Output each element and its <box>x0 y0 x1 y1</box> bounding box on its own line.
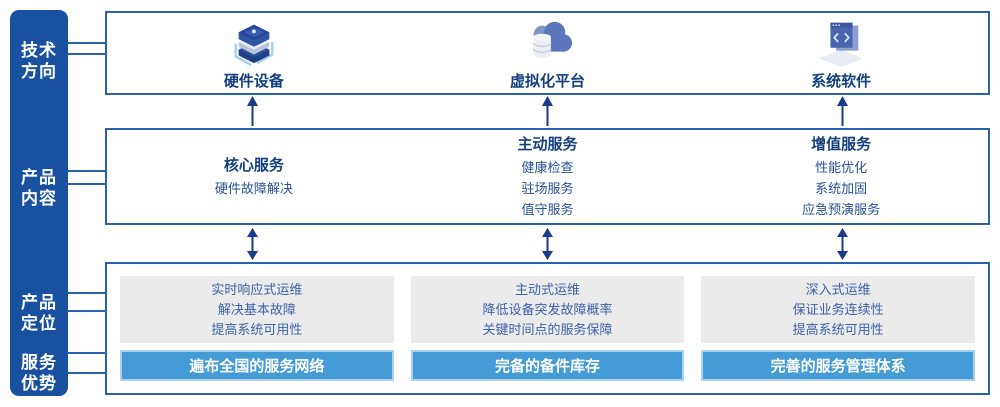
product-content-box: 核心服务 硬件故障解决 主动服务 健康检查 驻场服务 值守服务 增值服务 性能优… <box>105 128 990 225</box>
tech-label-virtualization: 虚拟化平台 <box>510 73 586 90</box>
sidebar-label-service-advantage: 服务 优势 <box>21 353 57 393</box>
sidebar-label-product-position: 产品 定位 <box>21 293 57 333</box>
positioning-column-realtime: 实时响应式运维 解决基本故障 提高系统可用性 遍布全国的服务网络 <box>120 276 394 381</box>
tech-item-software: 系统软件 <box>694 13 988 93</box>
sidebar-label-product-content: 产品 内容 <box>21 168 57 208</box>
connector-line <box>67 292 107 294</box>
service-column-proactive: 主动服务 健康检查 驻场服务 值守服务 <box>401 130 695 223</box>
service-column-value-added: 增值服务 性能优化 系统加固 应急预演服务 <box>694 130 988 223</box>
connector-line <box>67 352 107 354</box>
positioning-line: 深入式运维 <box>805 281 871 297</box>
positioning-panel: 主动式运维 降低设备突发故障概率 关键时间点的服务保障 <box>410 276 685 343</box>
positioning-line: 解决基本故障 <box>217 301 296 317</box>
double-arrow-icon <box>247 228 258 260</box>
service-item: 硬件故障解决 <box>214 181 293 196</box>
positioning-line: 实时响应式运维 <box>211 281 303 297</box>
positioning-line: 保证业务连续性 <box>792 301 884 317</box>
double-arrow-icon <box>837 228 848 260</box>
double-arrow-icon <box>542 228 553 260</box>
connector-line <box>67 372 107 374</box>
connector-line <box>67 170 107 172</box>
positioning-line: 主动式运维 <box>515 281 581 297</box>
service-header: 增值服务 <box>811 136 872 153</box>
positioning-column-proactive: 主动式运维 降低设备突发故障概率 关键时间点的服务保障 完备的备件库存 <box>410 276 685 381</box>
positioning-line: 提高系统可用性 <box>792 321 884 337</box>
up-arrow-icon <box>247 96 258 126</box>
connector-line <box>67 53 107 55</box>
sidebar-label-tech-direction: 技术 方向 <box>21 41 57 81</box>
code-window-icon <box>812 15 870 67</box>
connector-line <box>67 42 107 44</box>
tech-direction-box: 硬件设备 虚拟化平台 <box>105 11 990 95</box>
service-item: 健康检查 <box>521 160 574 175</box>
service-item: 应急预演服务 <box>802 202 881 217</box>
tech-item-hardware: 硬件设备 <box>107 13 401 93</box>
positioning-panel: 深入式运维 保证业务连续性 提高系统可用性 <box>701 276 976 343</box>
service-column-core: 核心服务 硬件故障解决 <box>107 130 401 223</box>
sidebar: 技术 方向 产品 内容 产品 定位 服务 优势 <box>10 10 68 396</box>
tech-label-hardware: 硬件设备 <box>223 73 284 90</box>
cloud-database-icon <box>519 15 577 67</box>
positioning-line: 提高系统可用性 <box>211 321 303 337</box>
service-header: 主动服务 <box>517 136 578 153</box>
service-header: 核心服务 <box>223 157 284 174</box>
positioning-line: 关键时间点的服务保障 <box>482 321 613 337</box>
service-item: 系统加固 <box>815 181 868 196</box>
positioning-column-deep: 深入式运维 保证业务连续性 提高系统可用性 完善的服务管理体系 <box>701 276 976 381</box>
connector-line <box>67 183 107 185</box>
tech-label-software: 系统软件 <box>811 73 872 90</box>
up-arrow-icon <box>542 96 553 126</box>
server-stack-icon <box>225 15 283 67</box>
advantage-banner: 完备的备件库存 <box>410 350 685 381</box>
service-item: 性能优化 <box>815 160 868 175</box>
advantage-banner: 完善的服务管理体系 <box>701 350 976 381</box>
product-positioning-box: 实时响应式运维 解决基本故障 提高系统可用性 遍布全国的服务网络 主动式运维 降… <box>105 262 990 395</box>
advantage-banner: 遍布全国的服务网络 <box>120 350 394 381</box>
positioning-panel: 实时响应式运维 解决基本故障 提高系统可用性 <box>120 276 394 343</box>
connector-line <box>67 310 107 312</box>
positioning-line: 降低设备突发故障概率 <box>482 301 613 317</box>
up-arrow-icon <box>837 96 848 126</box>
service-item: 值守服务 <box>521 202 574 217</box>
service-item: 驻场服务 <box>521 181 574 196</box>
tech-item-virtualization: 虚拟化平台 <box>401 13 695 93</box>
